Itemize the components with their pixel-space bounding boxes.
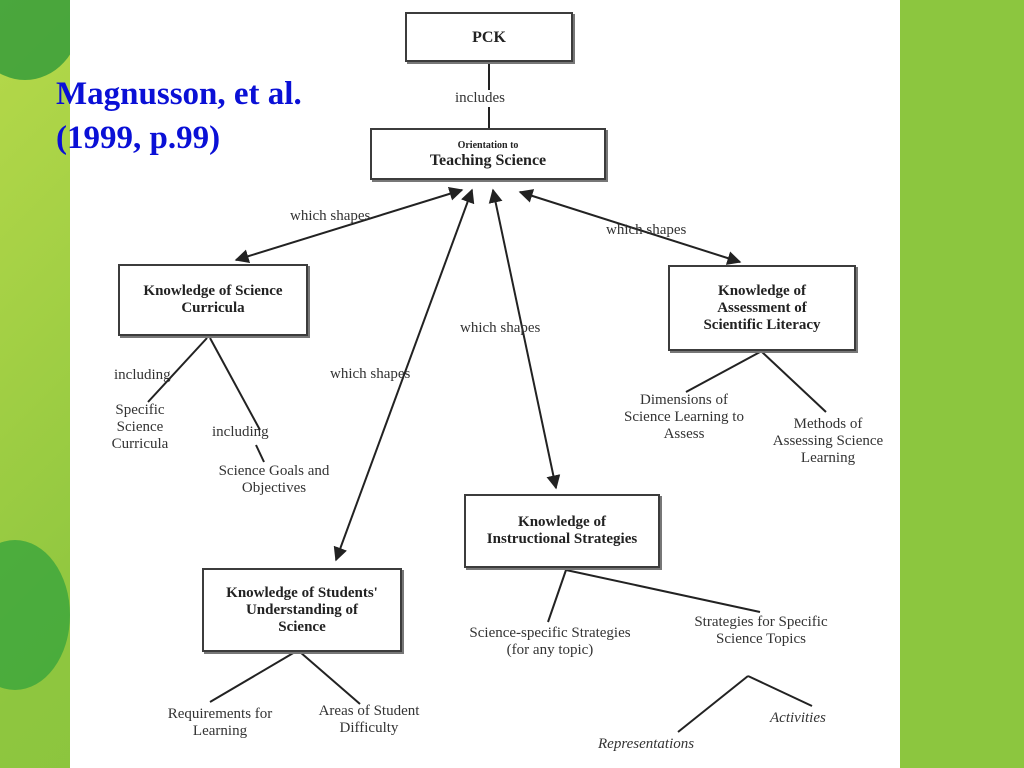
- label-includes: includes: [452, 90, 508, 107]
- node-assessment: Knowledge of Assessment of Scientific Li…: [668, 265, 856, 351]
- leaf-requirements: Requirements for Learning: [167, 706, 273, 739]
- citation: Magnusson, et al. (1999, p.99): [56, 72, 302, 160]
- node-orientation: Orientation to Teaching Science: [370, 128, 606, 180]
- edge-curricula-goals: [209, 337, 261, 431]
- leaf-activities: Activities: [770, 710, 826, 726]
- leaf-science-specific: Science-specific Strategies (for any top…: [469, 625, 631, 658]
- leaf-specific-curricula: Specific Science Curricula: [111, 402, 169, 452]
- edge-assessment-dimensions: [685, 351, 761, 393]
- edge-students-difficulty: [299, 651, 361, 705]
- edge-assessment-methods: [761, 351, 827, 413]
- citation-line-1: Magnusson, et al.: [56, 76, 302, 112]
- edge-topics-activities: [747, 675, 813, 707]
- leaf-science-goals: Science Goals and Objectives: [218, 463, 330, 496]
- leaf-representations: Representations: [598, 736, 695, 752]
- edge-topics-representations: [677, 675, 749, 733]
- node-instructional: Knowledge of Instructional Strategies: [464, 494, 660, 568]
- label-including-2: including: [212, 424, 269, 440]
- label-which-shapes-students: which shapes: [330, 366, 411, 382]
- edge-instructional-topics: [565, 569, 761, 613]
- edge-instructional-sciencespecific: [547, 569, 567, 623]
- leaf-topic-strategies: Strategies for Specific Science Topics: [694, 614, 828, 647]
- slide-right-strip: [900, 0, 1024, 768]
- leaf-dimensions: Dimensions of Science Learning to Assess: [624, 392, 744, 442]
- label-which-shapes-right: which shapes: [606, 222, 687, 238]
- label-including-1: including: [114, 367, 171, 383]
- edge-students-requirements: [209, 651, 296, 703]
- node-students: Knowledge of Students' Understanding of …: [202, 568, 402, 652]
- edge-orientation-instructional: [488, 188, 561, 490]
- label-which-shapes-left: which shapes: [290, 208, 371, 224]
- edge-orientation-curricula: [234, 187, 464, 263]
- leaf-difficulty: Areas of Student Difficulty: [318, 703, 420, 736]
- label-which-shapes-center: which shapes: [460, 320, 541, 336]
- citation-line-2: (1999, p.99): [56, 120, 221, 156]
- leaf-methods: Methods of Assessing Science Learning: [772, 416, 884, 466]
- node-orientation-small: Orientation to: [457, 139, 519, 151]
- edge-orientation-students: [333, 188, 475, 562]
- edge-curricula-specific: [147, 337, 208, 403]
- node-pck: PCK: [405, 12, 573, 62]
- node-orientation-main: Teaching Science: [429, 151, 547, 169]
- edge-goals-tick: [255, 444, 265, 463]
- node-curricula: Knowledge of Science Curricula: [118, 264, 308, 336]
